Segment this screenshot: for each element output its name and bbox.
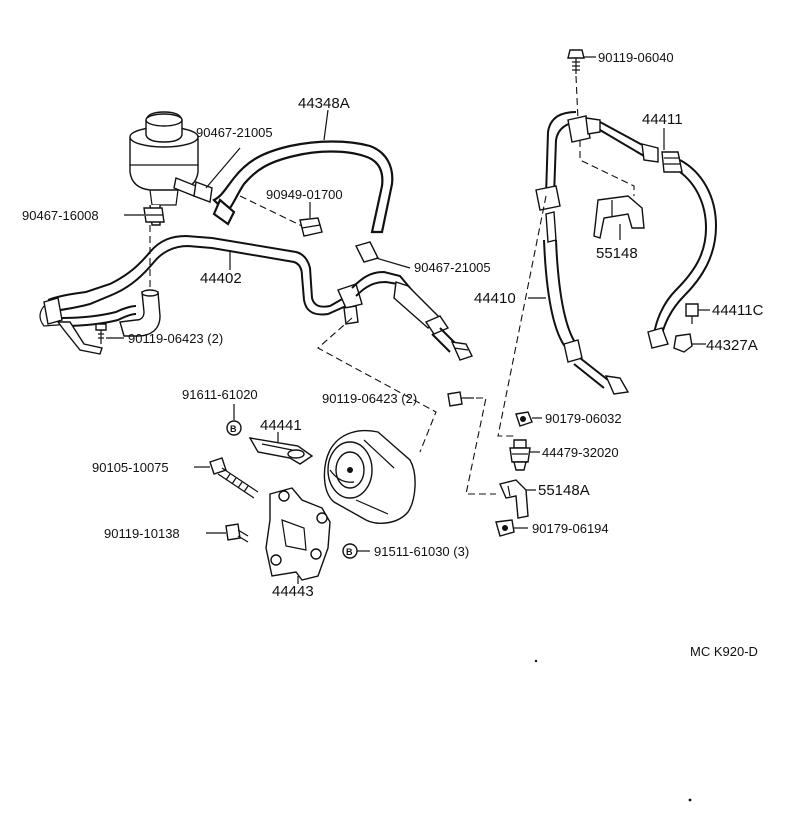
- dash-90949-01700: [239, 195, 303, 227]
- marker-b-91611-61020: B: [226, 420, 242, 436]
- clamp-90467-21005-lower: [354, 241, 380, 263]
- label-44479-32020: 44479-32020: [542, 445, 619, 460]
- bracket-55148A: [499, 479, 529, 519]
- label-91511-61030: 91511-61030 (3): [374, 544, 469, 559]
- pressure-hose-center: [351, 270, 473, 361]
- clip-44411C: [685, 303, 699, 324]
- label-90119-06423-left: 90119-06423 (2): [128, 331, 223, 346]
- label-90179-06194: 90179-06194: [532, 521, 609, 536]
- bracket-44441: [248, 437, 314, 465]
- label-90105-10075: 90105-10075: [92, 460, 169, 475]
- bracket-55148: [593, 195, 645, 239]
- power-steering-pump: [323, 429, 416, 524]
- stray-dot: [688, 798, 692, 802]
- label-44411: 44411: [642, 111, 683, 128]
- label-90119-06040: 90119-06040: [598, 50, 674, 65]
- label-90467-21005-lower: 90467-21005: [414, 260, 491, 275]
- pressure-hose-44411: [567, 115, 718, 349]
- label-44411C: 44411C: [712, 302, 764, 319]
- label-90119-10138: 90119-10138: [104, 526, 180, 541]
- label-44441: 44441: [260, 417, 302, 434]
- clip-44327A: [673, 333, 693, 353]
- leader-44348A: [323, 109, 329, 141]
- return-pipe-44402: [39, 234, 363, 355]
- label-90179-06032: 90179-06032: [545, 411, 622, 426]
- dash-55148: [579, 140, 635, 196]
- leader-90467-21005-upper: [205, 147, 241, 189]
- label-44348A: 44348A: [298, 95, 350, 112]
- label-44402: 44402: [200, 270, 242, 287]
- marker-b-label: B: [230, 424, 237, 434]
- nut-90179-06194: [495, 519, 515, 537]
- label-90467-21005-upper: 90467-21005: [196, 125, 273, 140]
- stray-dot: [534, 659, 538, 663]
- label-90467-16008: 90467-16008: [22, 208, 99, 223]
- label-55148: 55148: [596, 245, 638, 262]
- bolt-90119-06040: [567, 49, 585, 74]
- dash-90119-06423-center: [465, 397, 496, 495]
- marker-b-label-2: B: [346, 547, 353, 557]
- marker-b-91511-61030: B: [342, 543, 358, 559]
- nut-90179-06032: [515, 411, 533, 427]
- bolt-90105-10075: [209, 457, 259, 499]
- label-44327A: 44327A: [706, 337, 758, 354]
- label-55148A: 55148A: [538, 482, 590, 499]
- label-44443: 44443: [272, 583, 314, 600]
- bracket-44443: [265, 487, 331, 581]
- label-90949-01700: 90949-01700: [266, 187, 343, 202]
- leader-90467-21005-lower: [375, 257, 411, 269]
- pressure-hose-44410: [535, 111, 630, 395]
- clamp-90467-16008: [143, 207, 165, 223]
- bolt-90119-10138: [225, 523, 249, 543]
- label-44410: 44410: [474, 290, 516, 307]
- bolt-90119-06423-left: [95, 323, 107, 344]
- dash-hose-to-switch: [497, 195, 547, 437]
- diagram-code: MC K920-D: [690, 644, 758, 659]
- pressure-switch-44479-32020: [509, 439, 531, 471]
- clamp-90949-01700: [299, 217, 323, 237]
- label-90119-06423-center: 90119-06423 (2): [322, 391, 417, 406]
- dash-90119-06040: [575, 75, 579, 121]
- reservoir-tank: [129, 111, 199, 226]
- return-hose-44348A: [212, 140, 394, 234]
- dash-hose-to-pump: [317, 317, 437, 453]
- bolt-90119-06423-center: [447, 391, 474, 407]
- label-91611-61020: 91611-61020: [182, 387, 258, 402]
